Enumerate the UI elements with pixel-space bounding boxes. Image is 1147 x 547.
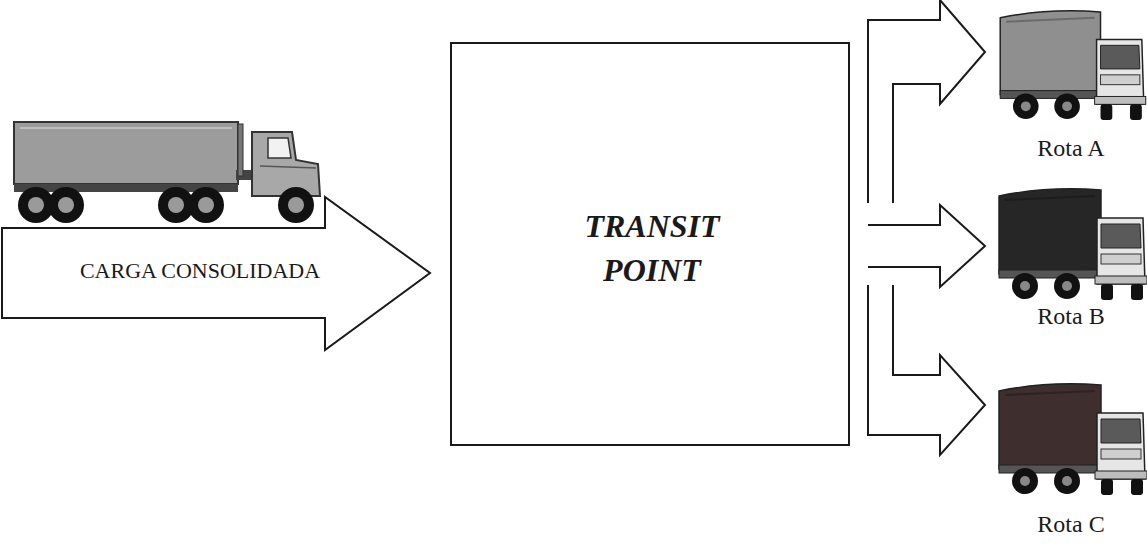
input-arrow: CARGA CONSOLIDADA [0,195,432,352]
block-arrow-connector [868,285,985,455]
route-truck [999,384,1147,495]
route-truck-node: Rota A [985,0,1147,165]
route-truck-node: Rota C [985,350,1147,547]
block-arrow-connector [868,205,985,287]
node-label: Rota B [995,302,1147,331]
node-label: TRANSIT POINT [567,204,737,292]
node-label: CARGA CONSOLIDADA [20,258,380,284]
arrow-outline-path [2,197,430,350]
route-truck-node: Rota B [985,190,1147,333]
node-label: Rota C [995,510,1147,539]
node-label: Rota A [995,134,1147,163]
route-truck [999,189,1147,300]
route-truck [1000,11,1146,120]
block-arrow-outline [868,205,985,287]
block-arrow-outline [868,285,985,455]
block-arrow-connector [868,0,985,203]
transit-point-box: TRANSIT POINT [450,42,850,446]
semi-truck [14,122,320,223]
block-arrow-outline [868,0,985,203]
